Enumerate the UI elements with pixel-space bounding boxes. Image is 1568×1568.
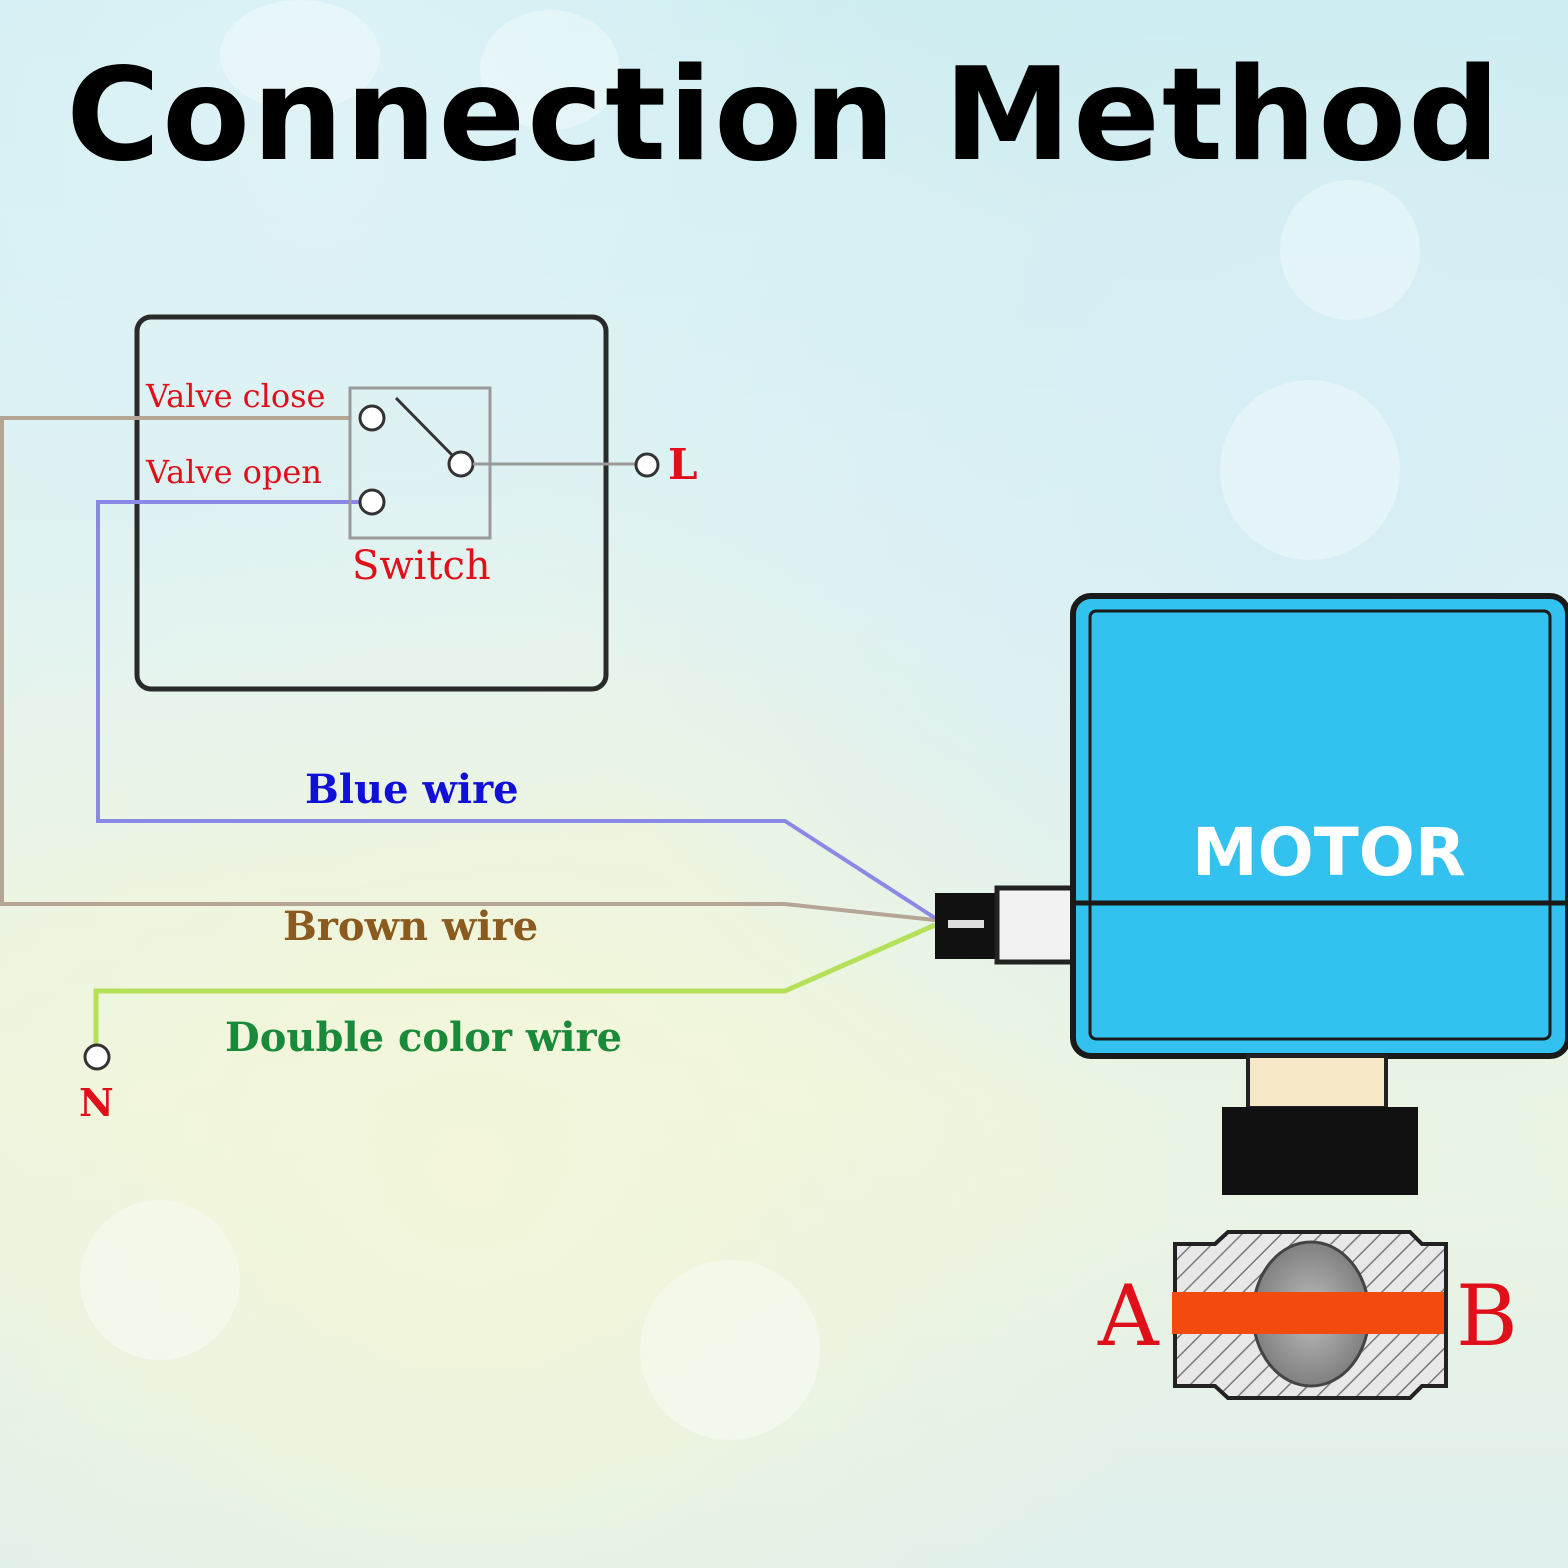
connector-slot	[948, 920, 984, 928]
valve-close-label: Valve close	[146, 377, 326, 415]
bokeh-light	[640, 1260, 820, 1440]
connector-sleeve	[994, 885, 1078, 965]
valve-open-contact	[358, 488, 386, 516]
bokeh-light	[480, 10, 620, 130]
brown-wire-return	[0, 418, 936, 922]
valve-close-contact	[358, 404, 386, 432]
double-color-wire	[93, 922, 937, 1045]
line-terminal-label: L	[668, 440, 698, 489]
neutral-terminal-icon	[83, 1043, 111, 1071]
port-a-label: A	[1098, 1267, 1159, 1365]
valve-open-label: Valve open	[146, 453, 322, 491]
switch-label: Switch	[352, 543, 491, 589]
flow-path-bar	[1172, 1292, 1444, 1334]
bokeh-light	[1220, 380, 1400, 560]
bokeh-light	[220, 0, 380, 110]
motor-inner-frame	[1088, 609, 1552, 1041]
motor-label: MOTOR	[1192, 814, 1466, 891]
page-title: Connection Method	[66, 41, 1502, 190]
neutral-terminal-label: N	[79, 1080, 114, 1125]
blue-wire	[96, 500, 937, 920]
double-color-wire-label: Double color wire	[225, 1014, 623, 1061]
port-b-label: B	[1456, 1267, 1518, 1365]
motor-stem	[1246, 1054, 1388, 1110]
actuator-block	[1222, 1107, 1418, 1195]
switch-lever	[394, 396, 455, 458]
brown-wire-label: Brown wire	[283, 903, 539, 950]
bokeh-light	[80, 1200, 240, 1360]
blue-wire-label: Blue wire	[305, 766, 519, 813]
line-terminal-icon	[634, 452, 660, 478]
bokeh-light	[1280, 180, 1420, 320]
